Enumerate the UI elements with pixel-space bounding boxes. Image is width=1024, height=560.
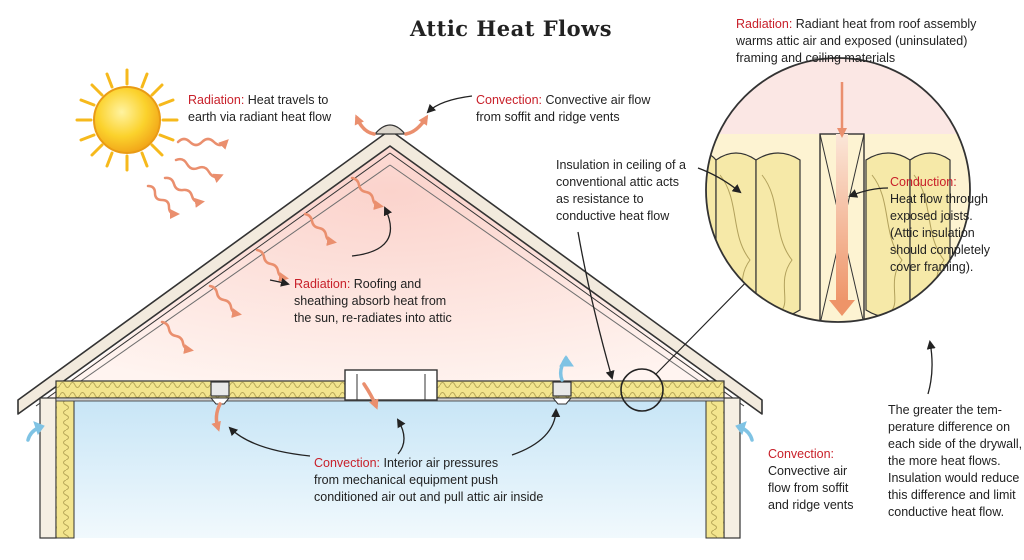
callout-line: Convective air flow xyxy=(545,93,651,107)
callout-drywall-note: The greater the tem- perature difference… xyxy=(888,402,1022,521)
callout-keyword: Radiation: xyxy=(294,277,351,291)
callout-line: Convective air xyxy=(768,464,848,478)
callout-line: flow from soffit xyxy=(768,481,849,495)
callout-line: sheathing absorb heat from xyxy=(294,294,447,308)
ceiling-recessed-light-left xyxy=(209,381,231,405)
callout-line: (Attic insulation xyxy=(890,226,975,240)
callout-keyword: Convection: xyxy=(314,456,381,470)
callout-line: warms attic air and exposed (uninsulated… xyxy=(736,34,968,48)
callout-line: Heat flow through xyxy=(890,192,988,206)
callout-ridge-convection: Convection: Convective air flow from sof… xyxy=(476,92,650,126)
roof-reradiation-arrows xyxy=(160,176,384,354)
callout-keyword: Radiation: xyxy=(736,17,793,31)
callout-line: Radiant heat from roof assembly xyxy=(795,17,977,31)
callout-line: Roofing and xyxy=(353,277,422,291)
detail-callout-circle xyxy=(620,368,664,412)
callout-keyword: Convection: xyxy=(768,447,835,461)
callout-line: The greater the tem- xyxy=(888,403,1002,417)
callout-roof-radiation: Radiation: Roofing and sheathing absorb … xyxy=(294,276,452,327)
callout-keyword: Radiation: xyxy=(188,93,245,107)
callout-line: the more heat flows. xyxy=(888,454,1001,468)
callout-line: and ridge vents xyxy=(768,498,854,512)
callout-inset-conduction: Conduction: Heat flow through exposed jo… xyxy=(890,174,990,276)
callout-line: this difference and limit xyxy=(888,488,1016,502)
sun-icon xyxy=(75,68,179,172)
callout-line: each side of the drywall, xyxy=(888,437,1023,451)
diagram-title: Attic Heat Flows xyxy=(410,16,613,41)
exterior-walls xyxy=(39,397,741,539)
soffit-convection-arrows xyxy=(26,421,754,442)
detail-connector-line xyxy=(655,267,761,375)
conditioned-room xyxy=(56,398,724,538)
callout-line: cover framing). xyxy=(890,260,974,274)
callout-sun-radiation: Radiation: Heat travels to earth via rad… xyxy=(188,92,331,126)
interior-convection-arrows xyxy=(211,355,574,432)
callout-line: conventional attic acts xyxy=(556,175,679,189)
leader-lines xyxy=(228,95,936,457)
callout-ceiling-insulation: Insulation in ceiling of a conventional … xyxy=(556,157,686,225)
callout-line: Interior air pressures xyxy=(383,456,499,470)
callout-line: conditioned air out and pull attic air i… xyxy=(314,490,544,504)
callout-line: perature difference on xyxy=(888,420,1011,434)
callout-line: Insulation in ceiling of a xyxy=(556,158,686,172)
ceiling-recessed-light-right xyxy=(551,381,573,405)
callout-line: conductive heat flow. xyxy=(888,505,1005,519)
sun-heat-rays xyxy=(146,137,229,219)
callout-inset-radiation: Radiation: Radiant heat from roof assemb… xyxy=(736,16,976,67)
ridge-convection-arrows xyxy=(354,114,429,136)
callout-line: exposed joists. xyxy=(890,209,973,223)
callout-line: framing and ceiling materials xyxy=(736,51,896,65)
callout-interior-convection: Convection: Interior air pressures from … xyxy=(314,455,543,506)
callout-line: as resistance to xyxy=(556,192,644,206)
callout-keyword: Convection: xyxy=(476,93,543,107)
callout-line: conductive heat flow xyxy=(556,209,670,223)
callout-line: from mechanical equipment push xyxy=(314,473,499,487)
callout-line: Heat travels to xyxy=(247,93,329,107)
callout-line: the sun, re-radiates into attic xyxy=(294,311,452,325)
callout-line: earth via radiant heat flow xyxy=(188,110,332,124)
callout-soffit-convection: Convection: Convective air flow from sof… xyxy=(768,446,853,514)
ridge-vent xyxy=(373,124,407,135)
attic-hatch xyxy=(344,369,438,401)
callout-line: should completely xyxy=(890,243,991,257)
attic-air-space xyxy=(46,140,734,398)
callout-keyword: Conduction: xyxy=(890,175,957,189)
callout-line: from soffit and ridge vents xyxy=(476,110,620,124)
callout-line: Insulation would reduce xyxy=(888,471,1020,485)
